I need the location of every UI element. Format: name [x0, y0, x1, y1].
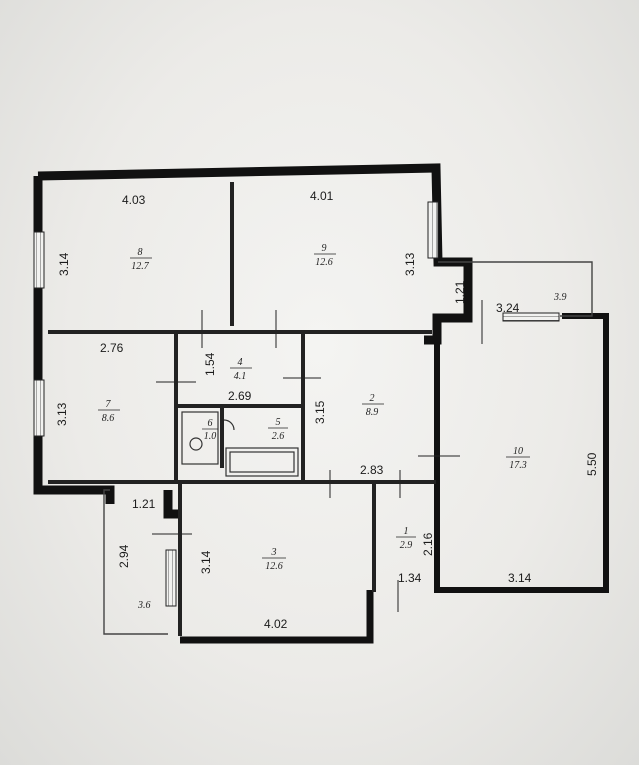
room-8-label: 8 12.7 [130, 247, 152, 272]
svg-text:12.6: 12.6 [315, 257, 333, 268]
svg-text:12.7: 12.7 [131, 261, 150, 272]
room-5-label: 5 2.6 [268, 417, 288, 442]
windows [33, 201, 560, 607]
svg-text:2.9: 2.9 [400, 540, 413, 551]
svg-text:4.1: 4.1 [234, 371, 247, 382]
dim-room3-depth: 3.14 [199, 550, 213, 574]
svg-text:8: 8 [138, 247, 143, 258]
dim-balcony-left-depth: 2.94 [117, 544, 131, 568]
svg-text:8.9: 8.9 [366, 407, 379, 418]
room-6-label: 6 1.0 [202, 418, 218, 442]
svg-text:2: 2 [370, 393, 375, 404]
balcony-left-area: 3.6 [137, 600, 151, 611]
balcony-outlines [103, 261, 593, 635]
dim-room4-width: 2.69 [228, 389, 252, 403]
dim-room4-depth: 1.54 [203, 352, 217, 376]
svg-text:7: 7 [106, 399, 112, 410]
dim-room2-width: 2.83 [360, 463, 384, 477]
room-10-label: 10 17.3 [506, 446, 530, 471]
svg-text:10: 10 [513, 446, 523, 457]
dim-room9-depth: 3.13 [403, 252, 417, 276]
svg-text:1: 1 [404, 526, 409, 537]
dim-room8-depth: 3.14 [57, 252, 71, 276]
svg-text:6: 6 [208, 418, 213, 429]
room-1-label: 1 2.9 [396, 526, 416, 551]
dim-room10-width: 3.14 [508, 571, 532, 585]
room-9-label: 9 12.6 [314, 243, 336, 268]
dim-room1-depth: 2.16 [421, 532, 435, 556]
balcony-top-area: 3.9 [553, 292, 567, 303]
svg-text:3: 3 [271, 547, 277, 558]
dimension-labels: 4.03 3.14 4.01 3.13 2.76 3.13 1.54 2.6 9 … [55, 189, 599, 631]
dim-balcony-top-depth: 1.21 [453, 280, 467, 304]
dim-room7-width: 2.76 [100, 341, 124, 355]
dim-room3-width: 4.02 [264, 617, 288, 631]
dim-balcony-left-width: 1.21 [132, 497, 156, 511]
svg-text:9: 9 [322, 243, 327, 254]
svg-text:2.6: 2.6 [272, 431, 285, 442]
svg-text:5: 5 [276, 417, 281, 428]
bathroom-fixtures [181, 411, 299, 477]
svg-text:8.6: 8.6 [102, 413, 115, 424]
dim-room10-depth: 5.50 [585, 452, 599, 476]
dim-room8-width: 4.03 [122, 193, 146, 207]
room-labels: 8 12.7 9 12.6 7 8.6 4 4.1 6 1.0 5 2.6 [98, 243, 567, 611]
room-7-label: 7 8.6 [98, 399, 120, 424]
svg-text:1.0: 1.0 [204, 431, 217, 442]
interior-walls [48, 182, 436, 636]
svg-text:4: 4 [238, 357, 243, 368]
dim-room7-depth: 3.13 [55, 402, 69, 426]
room-3-label: 3 12.6 [262, 547, 286, 572]
dim-room1-width: 1.34 [398, 571, 422, 585]
dim-room9-width: 4.01 [310, 189, 334, 203]
svg-text:17.3: 17.3 [509, 460, 527, 471]
dim-room2-depth: 3.15 [313, 400, 327, 424]
door-ticks [152, 300, 483, 612]
room-2-label: 2 8.9 [362, 393, 384, 418]
dim-balcony-top-width: 3.24 [496, 301, 520, 315]
svg-text:12.6: 12.6 [265, 561, 283, 572]
room-4-label: 4 4.1 [230, 357, 252, 382]
